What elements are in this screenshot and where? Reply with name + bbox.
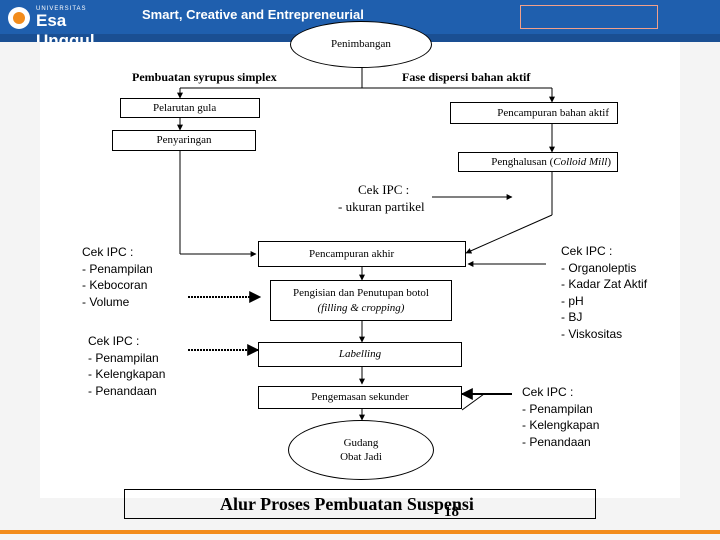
step-penghalusan: Penghalusan (Colloid Mill): [458, 152, 618, 172]
step-gudang-sub: Obat Jadi: [340, 451, 382, 463]
ipc-left-1-line: - Penampilan: [82, 261, 153, 276]
step-pengisian: Pengisian dan Penutupan botol (filling &…: [270, 280, 452, 321]
step-pencampuran-akhir-label: Pencampuran akhir: [309, 247, 395, 260]
step-gudang: Gudang Obat Jadi: [288, 420, 434, 480]
ipc-right-1-line: - BJ: [561, 310, 583, 324]
step-pencampuran-akhir: Pencampuran akhir: [258, 241, 466, 267]
step-labelling-label: Labelling: [338, 348, 382, 361]
step-pelarutan-label: Pelarutan gula: [153, 101, 217, 114]
footer-line: [0, 530, 720, 534]
step-pencampuran-aktif: Pencampuran bahan aktif: [450, 102, 618, 124]
ipc-right-1-line: Cek IPC :: [561, 244, 613, 258]
ipc-left-1-line: - Kebocoran: [82, 278, 148, 292]
ipc-right-2-line: - Penampilan: [522, 401, 593, 416]
tagline: Smart, Creative and Entrepreneurial: [142, 7, 364, 22]
ipc-left-2: Cek IPC : - Penampilan - Kelengkapan - P…: [88, 333, 165, 399]
branch-left-label: Pembuatan syrupus simplex: [132, 70, 277, 84]
ipc-right-2-line: Cek IPC :: [522, 385, 574, 399]
ipc-right-1-line: - pH: [561, 293, 584, 308]
ipc-right-2-line: - Kelengkapan: [522, 418, 600, 432]
ipc-right-1-line: - Kadar Zat Aktif: [561, 277, 648, 291]
ipc-left-1: Cek IPC : - Penampilan - Kebocoran - Vol…: [82, 244, 153, 310]
step-pengisian-sub: (filling & cropping): [317, 301, 405, 314]
logo-emblem-icon: [8, 7, 30, 29]
step-penimbangan: Penimbangan: [290, 21, 432, 68]
slide-title: Alur Proses Pembuatan Suspensi: [220, 494, 474, 514]
step-pengemasan: Pengemasan sekunder: [258, 386, 462, 409]
step-penimbangan-label: Penimbangan: [331, 38, 391, 51]
ipc-right-1-line: - Viskositas: [561, 326, 623, 341]
ipc-left-2-line: Cek IPC :: [88, 334, 140, 348]
branch-right-label: Fase dispersi bahan aktif: [402, 70, 531, 84]
logo-subtext: UNIVERSITAS: [36, 6, 87, 12]
penghalusan-text: Penghalusan (: [491, 155, 554, 168]
step-penyaringan: Penyaringan: [112, 130, 256, 151]
step-gudang-label: Gudang: [343, 436, 379, 449]
ipc-center-item: - ukuran partikel: [338, 199, 425, 214]
ipc-right-1: Cek IPC : - Organoleptis - Kadar Zat Akt…: [561, 243, 647, 342]
ipc-left-1-line: - Volume: [82, 294, 130, 309]
ipc-right-1-line: - Organoleptis: [561, 260, 637, 275]
ipc-left-2-line: - Penandaan: [88, 383, 157, 398]
ipc-center-title: Cek IPC :: [358, 182, 410, 197]
title-frame: [124, 489, 596, 519]
header-decoration: [520, 5, 658, 29]
step-penghalusan-label: Penghalusan (Colloid Mill): [491, 155, 611, 169]
ipc-right-2-line: - Penandaan: [522, 434, 591, 449]
step-penyaringan-label: Penyaringan: [156, 134, 212, 147]
step-labelling: Labelling: [258, 342, 462, 367]
penghalusan-colloid-mill: Colloid Mill: [553, 155, 608, 168]
ipc-left-2-line: - Penampilan: [88, 350, 159, 365]
ipc-left-2-line: - Kelengkapan: [88, 367, 166, 381]
step-pengemasan-label: Pengemasan sekunder: [311, 391, 409, 404]
step-pelarutan: Pelarutan gula: [120, 98, 260, 118]
ipc-left-1-line: Cek IPC :: [82, 245, 134, 259]
ipc-right-2: Cek IPC : - Penampilan - Kelengkapan - P…: [522, 384, 599, 450]
step-pencampuran-aktif-label: Pencampuran bahan aktif: [497, 106, 609, 119]
penghalusan-paren: ): [607, 155, 611, 168]
page-number: 18: [444, 504, 459, 520]
step-pengisian-label: Pengisian dan Penutupan botol: [293, 287, 429, 300]
